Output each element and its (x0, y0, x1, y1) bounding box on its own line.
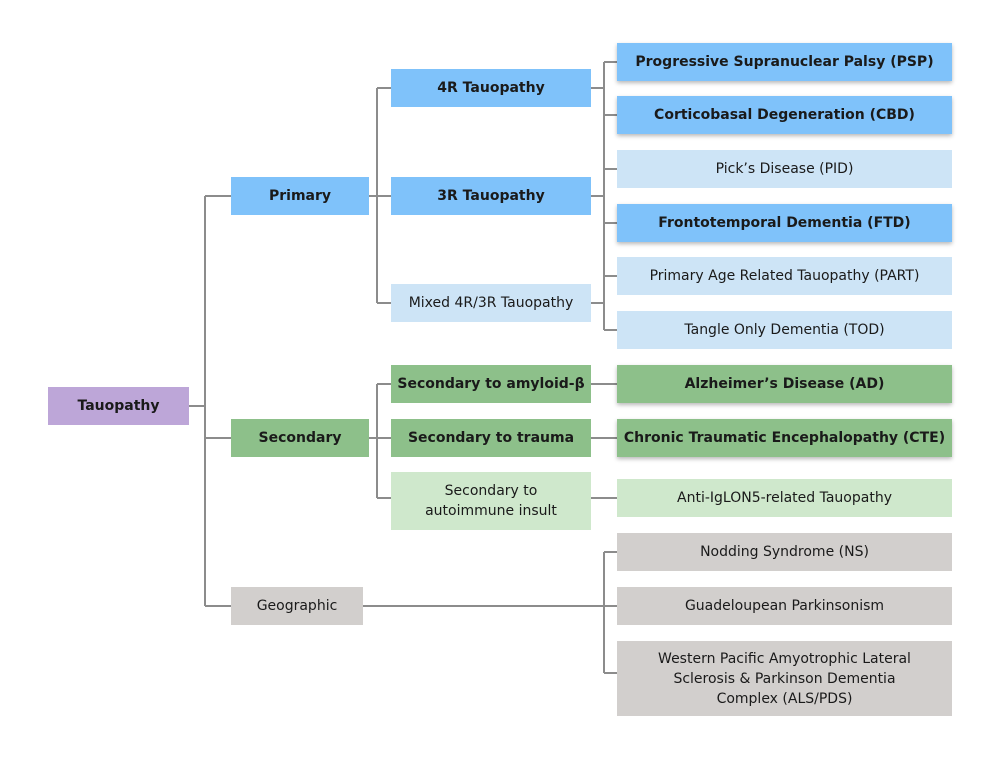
disease-anti-iglon5: Anti-IgLON5-related Tauopathy (617, 479, 952, 517)
disease-cte: Chronic Traumatic Encephalopathy (CTE) (617, 419, 952, 457)
disease-als-pds: Western Pacific Amyotrophic Lateral Scle… (617, 641, 952, 716)
type-4r-tauopathy: 4R Tauopathy (391, 69, 591, 107)
disease-part: Primary Age Related Tauopathy (PART) (617, 257, 952, 295)
disease-guadeloupean-parkinsonism: Guadeloupean Parkinsonism (617, 587, 952, 625)
root-node-tauopathy: Tauopathy (48, 387, 189, 425)
type-mixed-tauopathy: Mixed 4R/3R Tauopathy (391, 284, 591, 322)
category-primary: Primary (231, 177, 369, 215)
type-secondary-amyloid: Secondary to amyloid-β (391, 365, 591, 403)
disease-ad: Alzheimer’s Disease (AD) (617, 365, 952, 403)
category-geographic: Geographic (231, 587, 363, 625)
type-secondary-trauma: Secondary to trauma (391, 419, 591, 457)
disease-pid: Pick’s Disease (PID) (617, 150, 952, 188)
category-secondary: Secondary (231, 419, 369, 457)
disease-cbd: Corticobasal Degeneration (CBD) (617, 96, 952, 134)
disease-psp: Progressive Supranuclear Palsy (PSP) (617, 43, 952, 81)
disease-tod: Tangle Only Dementia (TOD) (617, 311, 952, 349)
type-secondary-autoimmune: Secondary to autoimmune insult (391, 472, 591, 530)
disease-ftd: Frontotemporal Dementia (FTD) (617, 204, 952, 242)
disease-nodding-syndrome: Nodding Syndrome (NS) (617, 533, 952, 571)
type-3r-tauopathy: 3R Tauopathy (391, 177, 591, 215)
